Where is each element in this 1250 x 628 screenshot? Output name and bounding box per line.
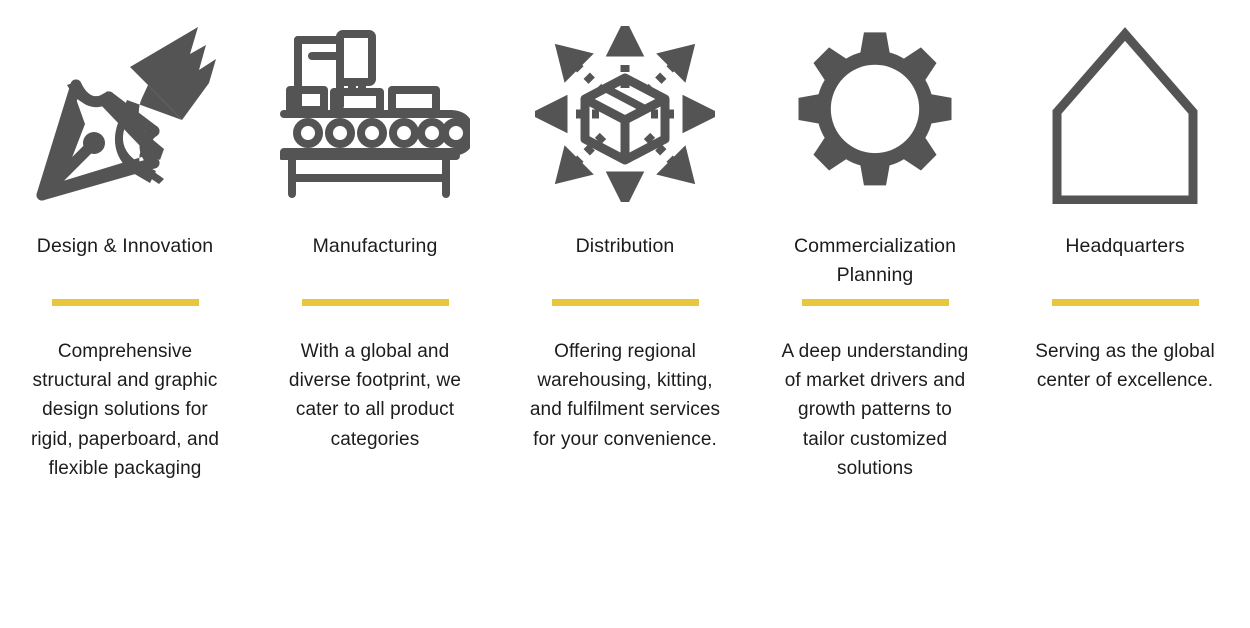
box-distribution-arrows-icon [510, 0, 740, 232]
gear-icon [760, 0, 990, 232]
capability-title: Headquarters [1065, 235, 1185, 257]
capability-description: A deep understanding of market drivers a… [781, 341, 969, 479]
capability-description: With a global and diverse footprint, we … [288, 341, 462, 450]
capability-column-distribution: Distribution Offering regional warehousi… [500, 0, 750, 454]
fountain-pen-nib-icon [10, 0, 240, 232]
accent-divider-wrap [510, 290, 740, 315]
capability-column-design-innovation: Design & Innovation Comprehensive struct… [0, 0, 250, 483]
house-headquarters-icon [1010, 0, 1240, 232]
accent-rule [551, 299, 699, 306]
accent-divider-wrap [260, 290, 490, 315]
accent-divider-wrap [10, 290, 240, 315]
accent-divider-wrap [1010, 290, 1240, 315]
capability-column-commercialization-planning: Commercialization Planning A deep unders… [750, 0, 1000, 483]
capability-description: Offering regional warehousing, kitting, … [529, 341, 721, 450]
capability-title: Manufacturing [312, 235, 438, 257]
conveyor-belt-robot-arm-icon [260, 0, 490, 232]
capability-column-manufacturing: Manufacturing With a global and diverse … [250, 0, 500, 454]
accent-rule [801, 299, 949, 306]
capability-title: Commercialization Planning [793, 235, 957, 286]
accent-rule [301, 299, 449, 306]
capability-title: Distribution [575, 235, 675, 257]
capability-description: Comprehensive structural and graphic des… [30, 341, 220, 479]
accent-divider-wrap [760, 290, 990, 315]
accent-rule [51, 299, 199, 306]
accent-rule [1051, 299, 1199, 306]
capability-description: Serving as the global center of excellen… [1035, 341, 1215, 392]
capability-title: Design & Innovation [36, 235, 214, 257]
capability-column-headquarters: Headquarters Serving as the global cente… [1000, 0, 1250, 395]
